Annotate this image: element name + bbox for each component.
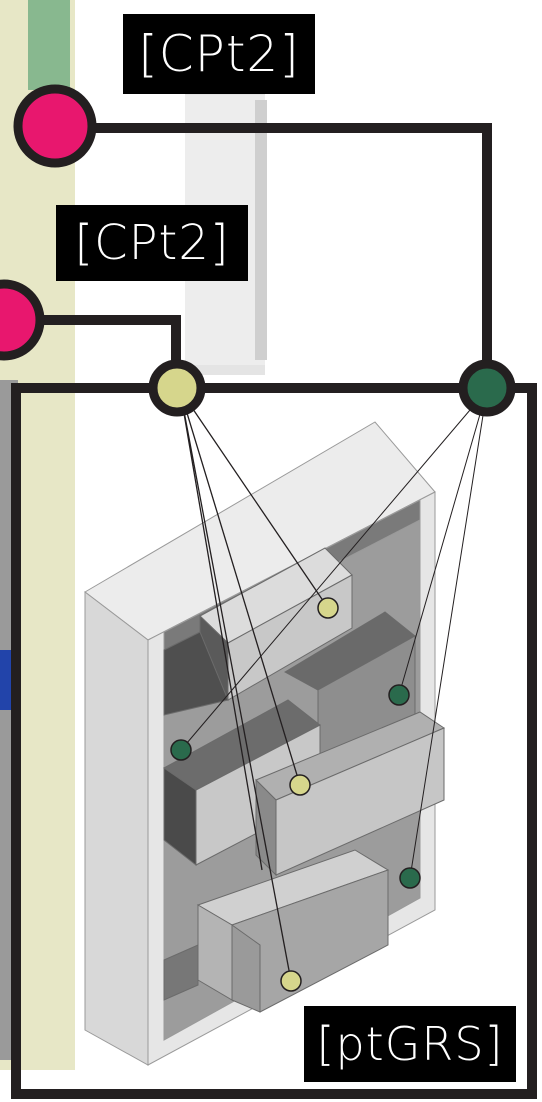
green-endpoint (400, 868, 420, 888)
ptgrs-label: [ptGRS] (304, 1006, 516, 1082)
cpt2-label-top: [CPt2] (123, 14, 315, 94)
yellow-endpoint (318, 598, 338, 618)
magenta-node-top (18, 89, 92, 163)
cpt2-label-middle: [CPt2] (56, 205, 248, 281)
yellow-hub-node (153, 364, 201, 412)
magenta-node-mid (0, 284, 40, 356)
green-endpoint (389, 685, 409, 705)
yellow-endpoint (281, 971, 301, 991)
green-hub-node (463, 364, 511, 412)
green-endpoint (171, 740, 191, 760)
yellow-endpoint (290, 775, 310, 795)
